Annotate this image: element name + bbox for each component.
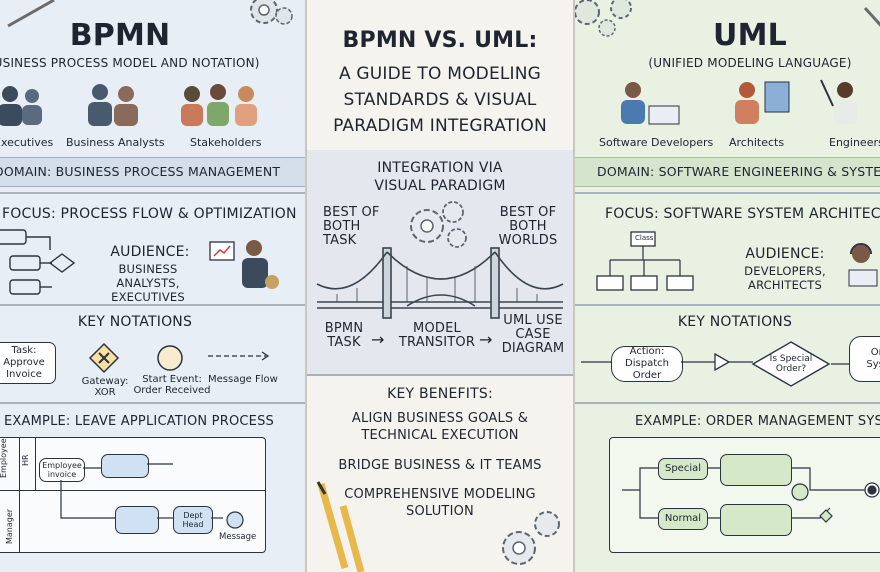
class-label: Class (635, 234, 654, 242)
bpmn-panel: BPMN (Business Process Model and Notatio… (0, 0, 305, 572)
notation-gateway: Gateway: XOR (81, 376, 129, 398)
benefit-comprehensive: Comprehensive Modeling Solution (344, 487, 536, 519)
persona-stakeholders: Stakeholders (190, 136, 262, 149)
decision-diamond (751, 341, 831, 387)
uml-notation-flow (581, 352, 753, 372)
main-title-line3: Standards & Visual (343, 90, 537, 110)
hr-task (101, 454, 149, 478)
uml-audience-title: Audience: (745, 246, 825, 262)
uml-panel: UML (Unified Modeling Language) Software… (575, 0, 880, 572)
uml-audience-text: Developers, Architects (744, 264, 826, 292)
pencil-top-right-icon (863, 6, 880, 27)
main-title-line1: BPMN vs. UML: (342, 28, 538, 53)
process-flow-sketch (0, 229, 76, 295)
gear-icon (250, 0, 293, 25)
best-of-both-task: Best of Both Task (323, 205, 380, 248)
message-end-label: Message (219, 532, 257, 542)
leave-process-diagram: Employee HR Manager Employee invoice Dep… (0, 437, 266, 553)
presenter-illustration (209, 240, 279, 289)
arrow-icon: → (479, 330, 493, 349)
start-event-icon (157, 345, 183, 371)
notation-message-flow: Message Flow (208, 374, 278, 385)
uml-focus: Focus: Software System Architecture & Co… (605, 206, 880, 222)
message-flow-arrow-icon (208, 351, 270, 361)
model-transitor-label: Model Transitor (398, 321, 476, 350)
persona-business-analysts: Business Analysts (66, 136, 165, 149)
uml-use-case-label: UML Use Case Diagram (501, 313, 565, 356)
persona-architects: Architects (729, 136, 785, 149)
bpmn-example: Example: Leave Application Process (4, 414, 274, 429)
arrow-icon: → (371, 330, 385, 349)
leave-process-flows (60, 463, 244, 529)
developer-headset-illustration (848, 243, 878, 287)
bottom-gears-icon (502, 511, 560, 565)
order-management-diagram: Special Normal (609, 437, 880, 553)
uml-example: Example: Order Management System (635, 414, 880, 429)
normal-action (720, 504, 792, 536)
dept-head-task: Dept Head (173, 506, 213, 534)
activity-flows (622, 467, 880, 523)
persona-software-developers: Software Developers (599, 136, 714, 149)
persona-executives: Executives (0, 136, 54, 149)
bridge-illustration (316, 247, 564, 319)
special-action (720, 454, 792, 486)
uml-personas-illustration (621, 79, 857, 125)
bpmn-subtitle: (Business Process Model and Notation) (0, 56, 260, 70)
arrow-icon (831, 363, 849, 365)
bpmn-task-label: BPMN Task (324, 321, 364, 350)
pencils-icon (316, 481, 365, 572)
bpmn-focus: Focus: Process Flow & Optimization (2, 206, 297, 222)
bpmn-title: BPMN (69, 18, 171, 53)
notation-task: Task: Approve Invoice (0, 342, 56, 384)
uml-subtitle: (Unified Modeling Language) (648, 56, 852, 70)
bpmn-key-notations: Key Notations (77, 314, 193, 330)
normal-branch: Normal (658, 508, 708, 530)
employee-invoice-task: Employee invoice (39, 458, 85, 482)
integration-line2: Visual Paradigm (374, 178, 506, 194)
main-title-line2: A Guide to Modeling (338, 64, 542, 84)
uml-title: UML (713, 18, 787, 53)
bpmn-audience-title: Audience: (110, 244, 190, 260)
class-diagram-sketch (596, 231, 694, 291)
key-benefits-title: Key Benefits: (387, 386, 493, 402)
uml-key-notations: Key Notations (677, 314, 793, 330)
bpmn-personas-illustration (0, 84, 257, 126)
comparison-panel: BPMN vs. UML: A Guide to Modeling Standa… (307, 0, 573, 572)
main-title-line4: Paradigm Integration (333, 116, 547, 136)
bpmn-domain: Domain: Business Process Management (0, 164, 281, 179)
integration-section (307, 150, 573, 374)
benefit-align: Align Business Goals & Technical Executi… (351, 411, 529, 443)
persona-engineers: Engineers (829, 136, 880, 149)
best-of-both-worlds: Best of Both Worlds (498, 205, 558, 248)
manager-task (115, 506, 159, 534)
bpmn-audience-text: Business Analysts, Executives (111, 262, 185, 304)
integration-gears-icon (410, 201, 467, 248)
order-system-node: Order System (849, 336, 880, 382)
integration-line1: Integration via (377, 160, 503, 176)
benefit-bridge: Bridge Business & IT Teams (338, 458, 542, 473)
decision-label: Is Special Order? (769, 354, 813, 374)
gateway-xor-icon (88, 342, 120, 374)
pencil-top-left-icon (7, 0, 55, 28)
special-branch: Special (658, 458, 708, 480)
top-gears-icon (575, 0, 632, 37)
notation-start-event: Start Event: Order Received (133, 374, 211, 396)
uml-domain: Domain: Software Engineering & System De… (597, 164, 880, 179)
action-dispatch-order: Action: Dispatch Order (611, 346, 683, 382)
